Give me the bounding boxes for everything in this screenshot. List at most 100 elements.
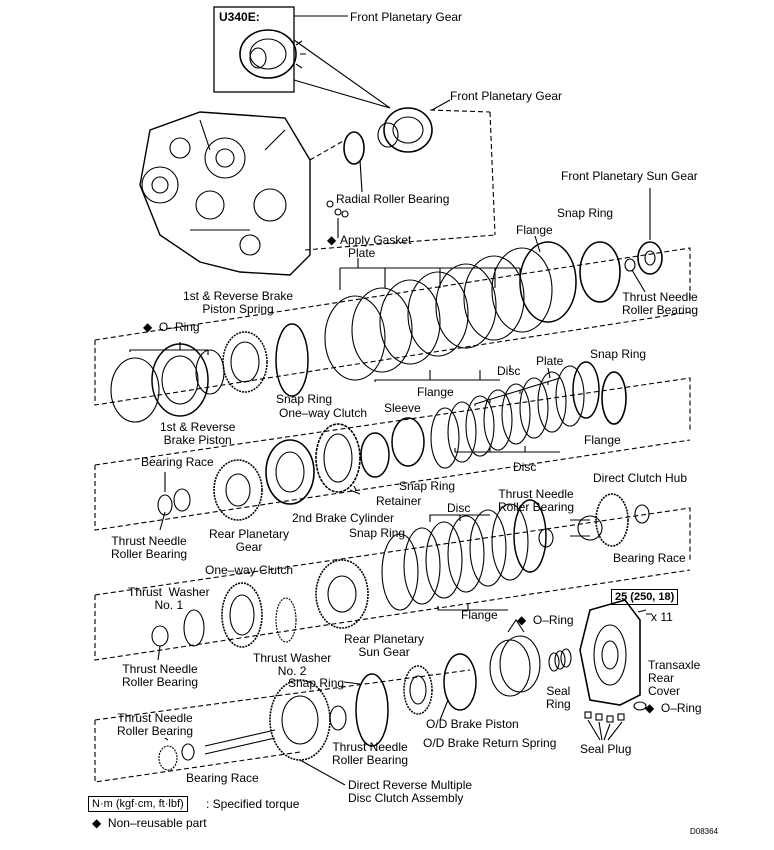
torque-box: 25 (250, 18) [611,589,679,605]
inset-part-label: Front Planetary Gear [350,10,463,24]
front-planetary-gear-icon [377,107,433,153]
label-front-planetary-gear: Front Planetary Gear [450,89,563,103]
brake-plates-row1 [324,241,577,381]
bearing-race-2-icon [634,504,650,524]
thrust-bearing-6-icon [158,745,178,771]
reverse-brake-piston-icon [151,343,209,417]
thrust-bearing-2-icon [157,494,173,516]
label-disc-3: Disc [447,501,471,515]
legend-nonreusable: ◆ Non–reusable part [92,816,207,830]
transmission-case-icon [139,111,311,276]
sun-gear-icon [637,241,663,275]
label-o-ring-1: ◆ O–Ring [143,320,200,334]
label-reverse-brake-piston-spring: 1st & Reverse Brake Piston Spring [183,289,294,316]
legend-torque-unit: N·m (kgf·cm, ft·lbf) [88,796,188,812]
label-snap-ring-1: Snap Ring [557,206,614,220]
thrust-bearing-4-icon [151,625,169,647]
snap-ring-icon [579,241,621,303]
o-ring-large-icon [110,357,160,423]
label-thrust-needle-roller-bearing-1: Thrust Needle Roller Bearing [622,290,699,317]
label-snap-ring-2: Snap Ring [276,392,333,406]
label-transaxle-rear-cover: Transaxle Rear Cover [648,658,701,698]
sleeve-icon [391,417,425,467]
label-thrust-needle-roller-bearing-3: Thrust Needle Roller Bearing [111,534,188,561]
label-thrust-washer-1: Thrust Washer No. 1 [128,585,210,612]
o-ring-od-icon [489,639,531,697]
seal-plug-icon [584,711,625,723]
label-seal-plug: Seal Plug [580,742,632,756]
od-brake-piston-icon [443,653,477,711]
label-o-ring-2: ◆ O–Ring [517,613,574,627]
thrust-bearing-icon [624,258,636,272]
inset-planetary-gear-icon [239,29,306,79]
label-flange-4: Flange [461,608,498,622]
label-snap-ring-3: Snap Ring [590,347,647,361]
label-thrust-washer-2: Thrust Washer No. 2 [253,651,332,678]
label-apply-gasket-diamond: ◆ [327,233,337,247]
label-reverse-brake-piston: 1st & Reverse Brake Piston [160,420,236,447]
snap-ring-2-icon [275,323,309,397]
label-snap-ring-4: Snap Ring [399,479,456,493]
label-plate-2: Plate [536,354,564,368]
apply-gasket-icon [326,200,349,218]
inset-box [213,6,295,93]
label-snap-ring-5: Snap Ring [349,526,406,540]
label-od-brake-return-spring: O/D Brake Return Spring [423,736,557,750]
label-flange-2: Flange [417,385,454,399]
direct-clutch-hub-icon [570,493,629,547]
piston-spring-icon [222,331,268,393]
figure-code: D08364 [690,827,719,836]
clutch-plates-row2 [430,361,600,469]
label-oneway-clutch-2: One–way Clutch [205,563,294,577]
label-radial-roller-bearing: Radial Roller Bearing [336,192,450,206]
label-front-planetary-sun-gear: Front Planetary Sun Gear [561,169,698,183]
label-thrust-needle-roller-bearing-2: Thrust Needle Roller Bearing [498,487,575,514]
label-seal-ring: Seal Ring [546,684,571,711]
label-flange-3: Flange [584,433,621,447]
label-torque-qty: x 11 [651,610,673,624]
label-thrust-needle-roller-bearing-6: Thrust Needle Roller Bearing [332,740,409,767]
label-direct-clutch-hub: Direct Clutch Hub [593,471,688,485]
label-plate-1: Plate [348,246,376,260]
snap-ring-od-icon [355,673,389,747]
direct-reverse-clutch-icon [204,679,331,761]
label-thrust-needle-roller-bearing-4: Thrust Needle Roller Bearing [122,662,199,689]
label-sleeve: Sleeve [384,401,421,415]
label-rear-planetary-gear: Rear Planetary Gear [209,527,290,554]
label-bearing-race-3: Bearing Race [186,771,259,785]
label-retainer: Retainer [376,494,422,508]
label-bearing-race-2: Bearing Race [613,551,686,565]
transaxle-rear-cover-icon [579,599,641,706]
label-oneway-clutch-1: One–way Clutch [279,406,368,420]
o-ring-cover-icon [633,701,647,711]
rear-planetary-sun-gear-icon [315,559,369,629]
label-bearing-race-1: Bearing Race [141,455,214,469]
label-direct-reverse-clutch: Direct Reverse Multiple Disc Clutch Asse… [348,778,473,805]
label-o-ring-3: ◆ O–Ring [645,701,702,715]
radial-roller-bearing-icon [343,131,365,165]
o-ring-small-icon [195,349,225,395]
seal-ring-icon [548,648,572,672]
thrust-bearing-5-icon [329,705,347,731]
od-brake-return-spring-icon [403,665,433,715]
label-thrust-needle-roller-bearing-5: Thrust Needle Roller Bearing [117,711,194,738]
oneway-clutch-2-icon [221,582,263,648]
label-rear-planetary-sun-gear: Rear Planetary Sun Gear [344,632,425,659]
label-second-brake-cylinder: 2nd Brake Cylinder [292,511,395,525]
legend-torque-desc: : Specified torque [206,797,300,811]
clutch-plates-row3 [381,499,547,611]
bearing-race-1-icon [173,488,191,512]
rear-planetary-gear-icon [213,459,263,521]
label-disc-2: Disc [513,460,537,474]
second-brake-cylinder-icon [265,439,315,505]
label-apply-gasket: Apply Gasket [340,233,412,247]
thrust-washer-1-icon [183,609,205,647]
oneway-clutch-icon [315,423,361,493]
thrust-washer-2-icon [275,597,297,643]
label-flange-1: Flange [516,223,553,237]
bearing-race-3-icon [181,743,195,761]
label-snap-ring-6: Snap Ring [288,676,345,690]
label-od-brake-piston: O/D Brake Piston [426,717,519,731]
